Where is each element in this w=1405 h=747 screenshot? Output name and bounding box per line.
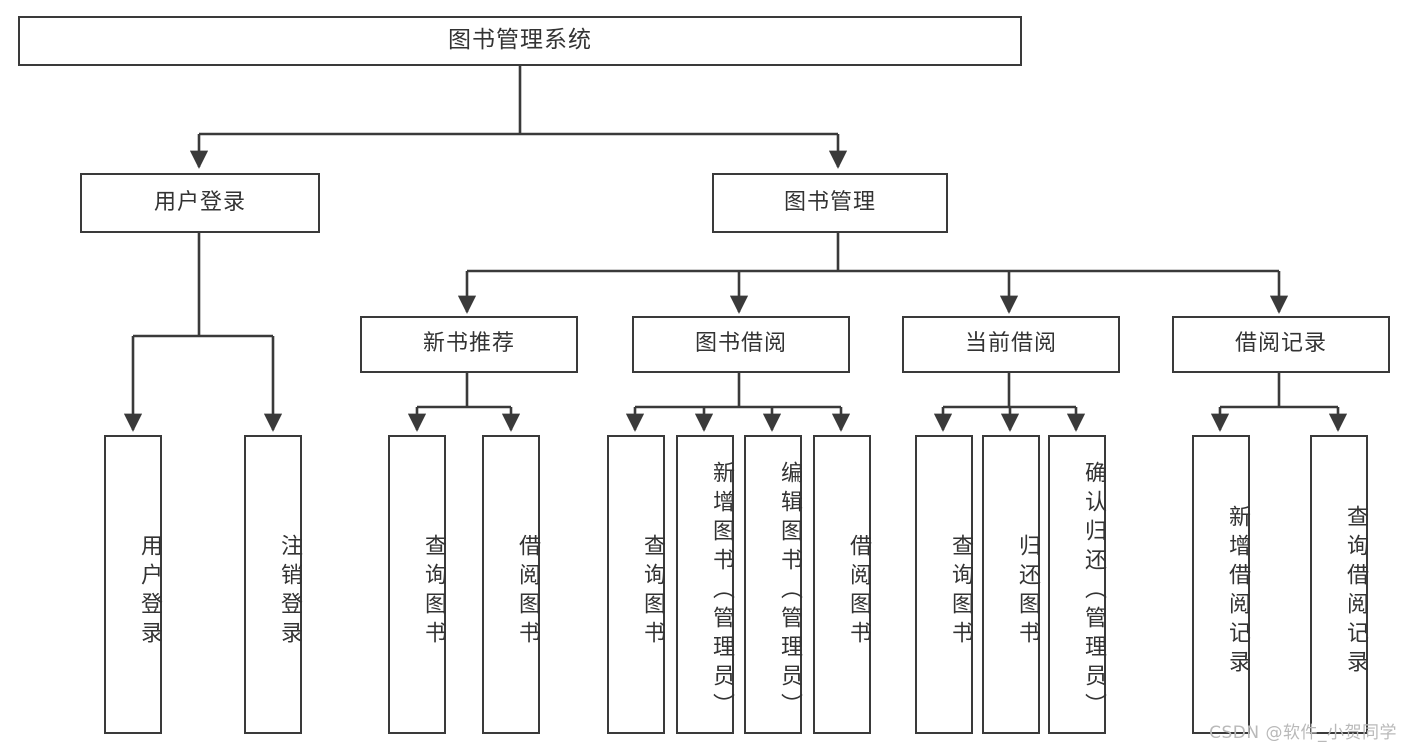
leaf-user-login[interactable]: 用户登录: [104, 435, 162, 734]
leaf-record-query-record[interactable]: 查询借阅记录: [1310, 435, 1368, 734]
node-borrow-record[interactable]: 借阅记录: [1172, 316, 1390, 373]
leaf-current-confirm-return-admin[interactable]: 确认归还（管理员）: [1048, 435, 1106, 734]
leaf-current-query-book[interactable]: 查询图书: [915, 435, 973, 734]
leaf-borrow-query-book[interactable]: 查询图书: [607, 435, 665, 734]
leaf-borrow-add-book-admin[interactable]: 新增图书（管理员）: [676, 435, 734, 734]
leaf-newbook-query-book[interactable]: 查询图书: [388, 435, 446, 734]
node-root[interactable]: 图书管理系统: [18, 16, 1022, 66]
node-new-book-recommend[interactable]: 新书推荐: [360, 316, 578, 373]
leaf-newbook-borrow-book[interactable]: 借阅图书: [482, 435, 540, 734]
leaf-current-return-book[interactable]: 归还图书: [982, 435, 1040, 734]
leaf-borrow-edit-book-admin[interactable]: 编辑图书（管理员）: [744, 435, 802, 734]
node-current-borrow[interactable]: 当前借阅: [902, 316, 1120, 373]
node-book-management[interactable]: 图书管理: [712, 173, 948, 233]
watermark: CSDN @软件_小贺同学: [1209, 723, 1397, 743]
leaf-user-logout[interactable]: 注销登录: [244, 435, 302, 734]
leaf-record-add-record[interactable]: 新增借阅记录: [1192, 435, 1250, 734]
node-book-borrow[interactable]: 图书借阅: [632, 316, 850, 373]
leaf-borrow-borrow-book[interactable]: 借阅图书: [813, 435, 871, 734]
node-user-login[interactable]: 用户登录: [80, 173, 320, 233]
